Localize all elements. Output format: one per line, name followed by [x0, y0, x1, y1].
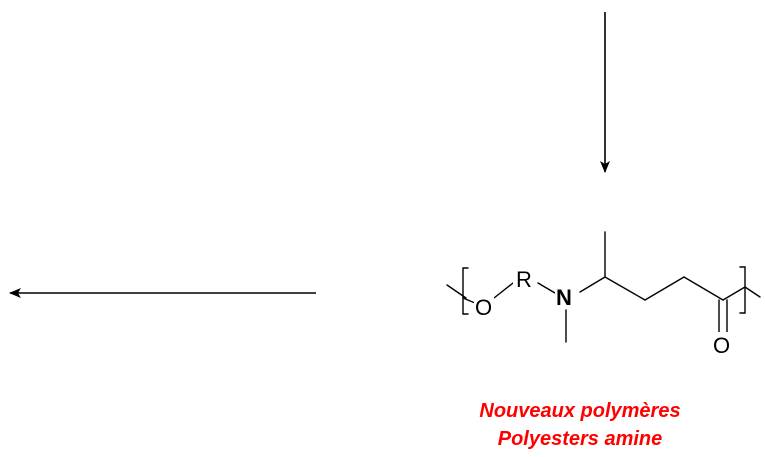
polymer-repeat-unit — [446, 231, 761, 343]
atom-carbonyl-oxygen: O — [713, 333, 730, 358]
caption-polyester-amines: Polyesters amine — [497, 428, 663, 450]
atom-nitrogen: N — [556, 285, 572, 310]
bond-r-n — [537, 282, 556, 294]
bond-o-r — [493, 282, 514, 299]
bracket-right — [739, 266, 746, 314]
caption-new-polymers: Nouveaux polymères — [479, 400, 681, 422]
open-bond-right — [744, 286, 761, 298]
bond-bracket-o — [462, 297, 476, 304]
bracket-left — [462, 267, 469, 315]
bond-ch2-ch2 — [644, 276, 685, 301]
atom-r-group: R — [516, 267, 532, 292]
bond-n-ch — [579, 276, 606, 293]
bond-ch2-carbonyl — [683, 276, 724, 301]
bond-ch-ch2 — [604, 276, 646, 301]
atom-oxygen-backbone: O — [475, 295, 492, 320]
bond-carbonyl-bracket — [722, 286, 746, 301]
